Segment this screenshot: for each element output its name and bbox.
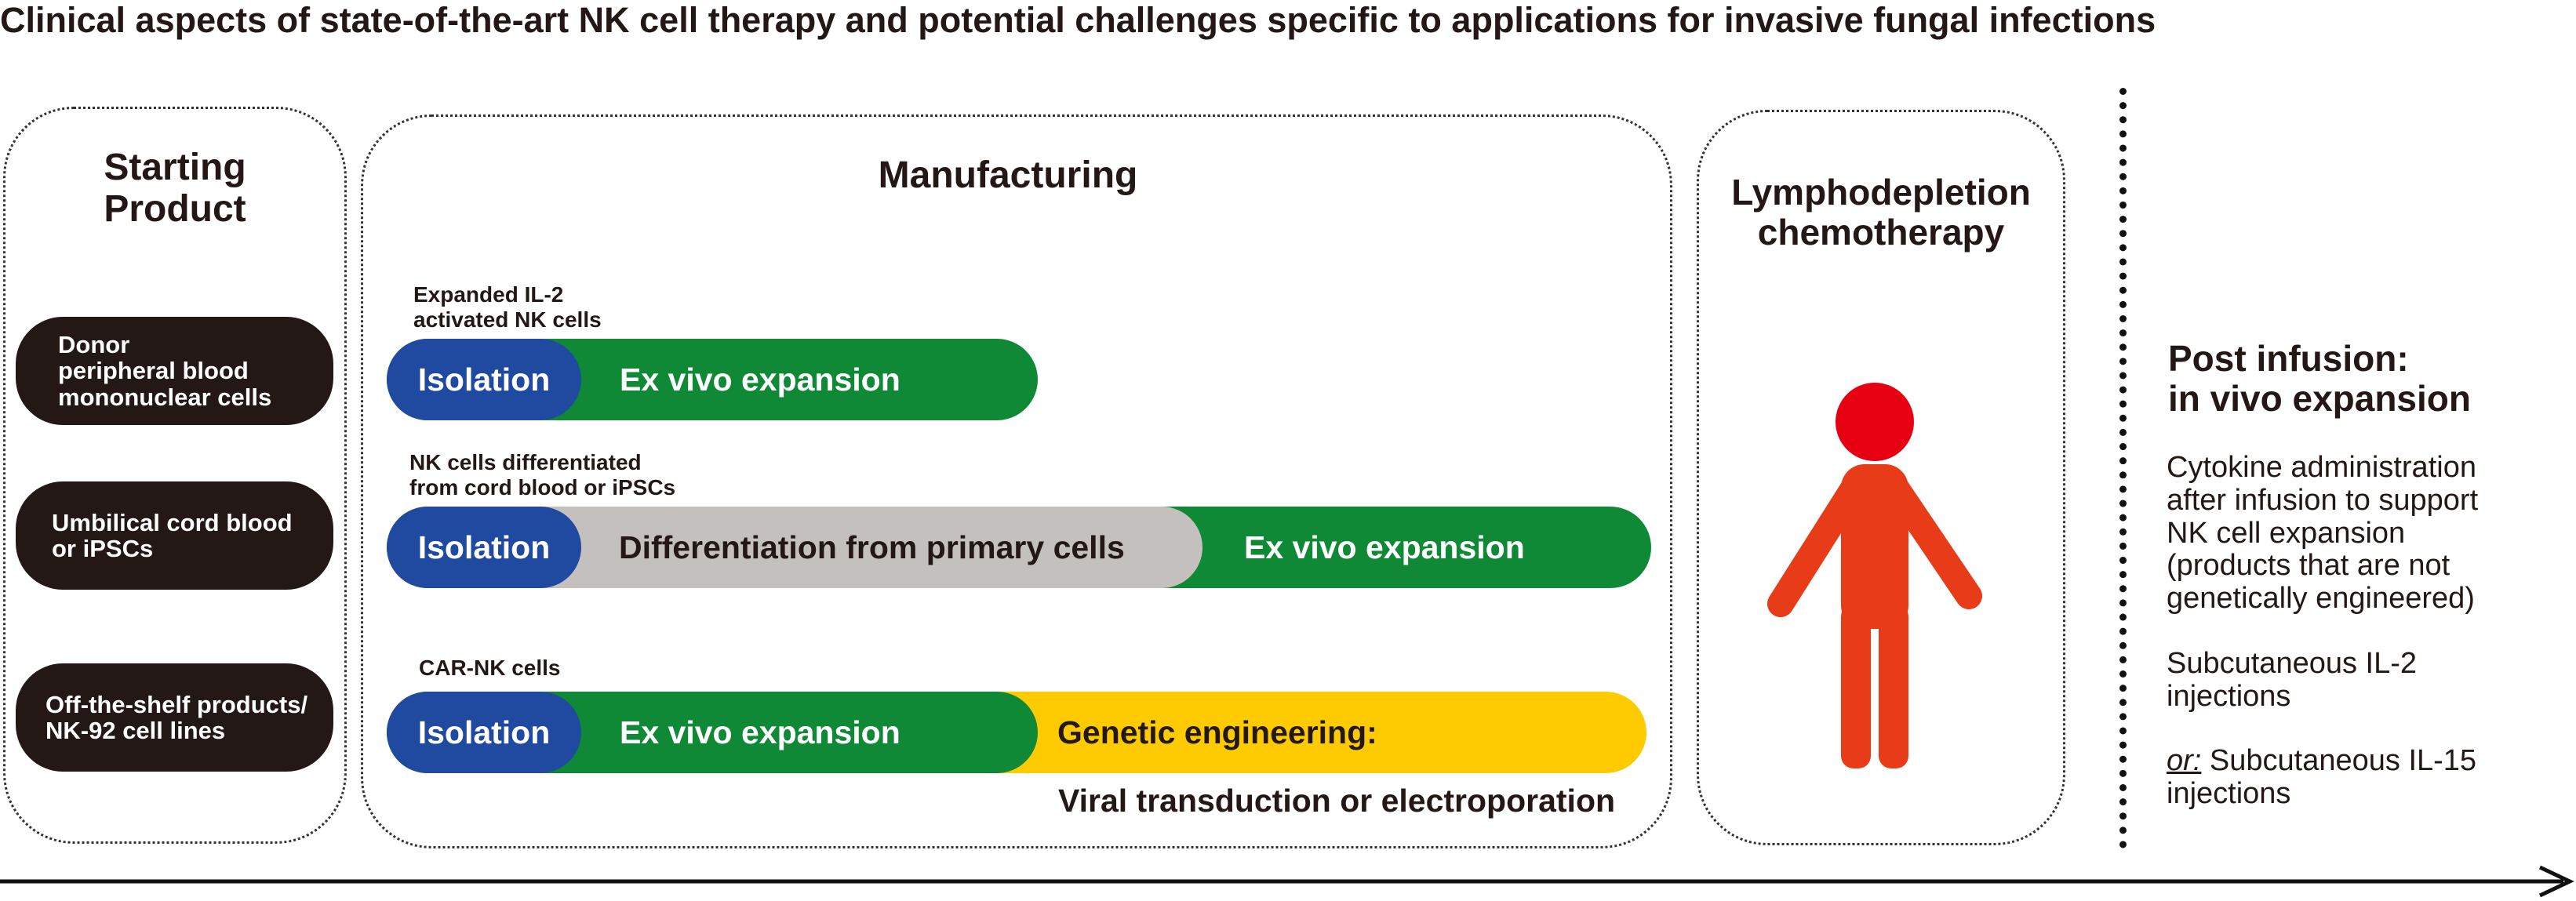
- il2-text-line1: Subcutaneous IL-2: [2167, 647, 2418, 680]
- lymphodepletion-heading-line1: Lymphodepletion: [1731, 172, 2031, 213]
- starting-item-pbmc-line2: peripheral blood: [58, 357, 249, 385]
- row3-isolation-segment: Isolation: [387, 692, 581, 773]
- starting-product-heading-line2: Product: [104, 187, 246, 230]
- row1-label-line2: activated NK cells: [413, 307, 602, 332]
- row2-isolation-segment: Isolation: [387, 507, 581, 588]
- starting-item-pbmc-line3: mononuclear cells: [58, 383, 272, 411]
- row3-sub-label: Viral transduction or electroporation: [1058, 783, 1616, 819]
- row1-isolation-segment: Isolation: [387, 339, 581, 420]
- row3-isolation-label: Isolation: [417, 714, 551, 750]
- il15-text-line1: Subcutaneous IL-15: [2201, 744, 2477, 777]
- person-icon: [1767, 383, 1982, 768]
- row1-label: Expanded IL-2 activated NK cells: [413, 282, 602, 332]
- row3-genetic-engineering-label: Genetic engineering:: [1057, 714, 1377, 750]
- row3-process-bar: Genetic engineering: Ex vivo expansion I…: [387, 692, 1646, 773]
- cytokine-text-line5: genetically engineered): [2167, 582, 2475, 616]
- row2-process-bar: Ex vivo expansion Differentiation from p…: [387, 507, 1651, 588]
- row2-label-line2: from cord blood or iPSCs: [409, 475, 676, 500]
- post-infusion-heading: Post infusion: in vivo expansion: [2168, 339, 2471, 418]
- starting-product-heading-line1: Starting: [104, 147, 246, 188]
- post-infusion-cytokine-text: Cytokine administration after infusion t…: [2167, 451, 2479, 616]
- manufacturing-panel: [361, 114, 1672, 848]
- post-infusion-il15-text: or: Subcutaneous IL-15 injections: [2167, 744, 2477, 811]
- post-infusion-heading-line2: in vivo expansion: [2168, 377, 2471, 419]
- starting-item-cord-blood-line1: Umbilical cord blood: [52, 508, 293, 536]
- cytokine-text-line3: NK cell expansion: [2167, 516, 2406, 550]
- il2-text-line2: injections: [2167, 679, 2291, 713]
- post-infusion-il2-text: Subcutaneous IL-2 injections: [2167, 647, 2418, 714]
- post-infusion-heading-line1: Post infusion:: [2168, 338, 2409, 379]
- starting-product-panel: [3, 107, 347, 844]
- row3-label: CAR-NK cells: [419, 656, 560, 681]
- row1-isolation-label: Isolation: [417, 361, 551, 398]
- starting-item-off-the-shelf-line2: NK-92 cell lines: [45, 717, 226, 744]
- row2-expansion-label: Ex vivo expansion: [1244, 529, 1525, 565]
- row1-label-line1: Expanded IL-2: [413, 282, 564, 307]
- figure-title: Clinical aspects of state-of-the-art NK …: [0, 0, 2156, 40]
- starting-item-cord-blood-line2: or iPSCs: [52, 535, 154, 562]
- lymphodepletion-panel: [1697, 110, 2065, 845]
- row3-label-line1: CAR-NK cells: [419, 656, 561, 680]
- cytokine-text-line1: Cytokine administration: [2167, 451, 2476, 484]
- starting-item-cord-blood: Umbilical cord blood or iPSCs: [16, 481, 333, 590]
- post-infusion-separator: [2119, 88, 2127, 848]
- lymphodepletion-heading: Lymphodepletion chemotherapy: [1697, 173, 2065, 252]
- cytokine-text-line2: after infusion to support: [2167, 483, 2479, 517]
- row3-expansion-label: Ex vivo expansion: [620, 714, 901, 750]
- row2-label-line1: NK cells differentiated: [409, 450, 642, 474]
- starting-item-off-the-shelf-line1: Off-the-shelf products/: [45, 690, 308, 718]
- timeline-arrow-icon: [0, 865, 2574, 898]
- row1-expansion-label: Ex vivo expansion: [620, 361, 901, 398]
- starting-item-pbmc: Donor peripheral blood mononuclear cells: [16, 317, 333, 425]
- starting-item-off-the-shelf: Off-the-shelf products/ NK-92 cell lines: [16, 663, 333, 772]
- row2-differentiation-label: Differentiation from primary cells: [619, 529, 1125, 565]
- row1-process-bar: Ex vivo expansion Isolation: [387, 339, 1038, 420]
- starting-product-heading: Starting Product: [3, 147, 347, 231]
- il15-or-label: or:: [2167, 744, 2202, 777]
- row2-isolation-label: Isolation: [417, 529, 551, 565]
- lymphodepletion-heading-line2: chemotherapy: [1757, 211, 2005, 252]
- starting-item-pbmc-line1: Donor: [58, 330, 130, 358]
- il15-text-line2: injections: [2167, 776, 2291, 810]
- manufacturing-heading: Manufacturing: [878, 154, 1138, 196]
- cytokine-text-line4: (products that are not: [2167, 549, 2450, 583]
- row2-label: NK cells differentiated from cord blood …: [409, 450, 675, 500]
